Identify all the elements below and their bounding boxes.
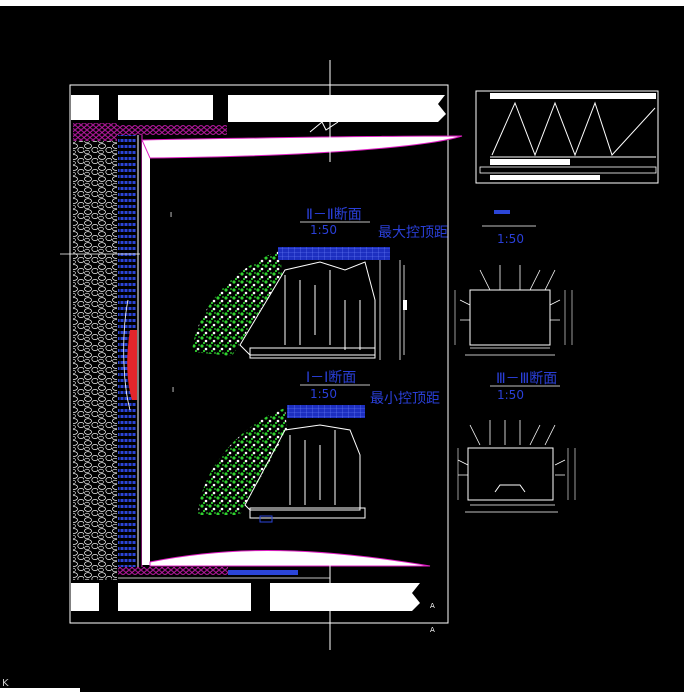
section-top-scale: 1:50 <box>497 232 524 246</box>
top-window-border <box>0 0 684 6</box>
section-1-roof-beam <box>287 405 365 418</box>
title-block-row-3 <box>490 175 600 180</box>
section-3-base-detail <box>494 484 526 493</box>
section-1-note: 最小控顶距 <box>370 391 440 407</box>
section-3-box <box>467 447 554 501</box>
command-status-bar[interactable]: K <box>0 678 684 692</box>
bottom-roadway-mid <box>118 583 251 611</box>
section-top-dimensions <box>454 290 573 345</box>
section-1-marker <box>259 515 273 523</box>
section-2-title: Ⅱ－Ⅱ断面 <box>306 207 362 223</box>
top-roadway-right <box>228 95 446 122</box>
section-3-dimensions <box>457 448 576 500</box>
title-block-frame <box>475 90 659 184</box>
plan-frame <box>69 84 449 624</box>
section-2-2: Ⅱ－Ⅱ断面 1:50 最大控顶距 <box>192 207 448 360</box>
break-symbol-top <box>309 121 339 133</box>
section-top: 1:50 <box>454 210 573 356</box>
cycle-diagram-zigzag <box>491 101 656 157</box>
title-block-header <box>490 93 656 99</box>
left-mark-label: I <box>170 211 172 219</box>
section-3-3: Ⅲ－Ⅲ断面 1:50 <box>457 371 576 513</box>
section-3-arrows <box>457 420 566 513</box>
top-roadway-left <box>71 95 99 120</box>
section-top-arrows <box>459 265 561 356</box>
section-2-gob <box>192 250 282 356</box>
top-bulge <box>141 135 463 159</box>
section-2-support-body <box>239 261 376 356</box>
section-1-support-body <box>244 424 361 511</box>
section-2-roof-beam <box>278 247 390 260</box>
section-2-scale: 1:50 <box>310 223 337 237</box>
magenta-chain-top <box>73 123 117 141</box>
bottom-roadway-left <box>71 583 99 611</box>
arrow-label-a2: A <box>430 626 435 634</box>
shearer-outline <box>123 299 131 411</box>
section-2-legs <box>284 270 361 350</box>
top-roadway-mid <box>118 95 213 120</box>
section-2-dimension <box>379 260 405 360</box>
title-block-row-1 <box>490 159 570 165</box>
title-block <box>475 90 659 184</box>
arrow-label-a1: A <box>430 602 435 610</box>
left-mark-label-2: I <box>172 386 174 394</box>
section-3-scale: 1:50 <box>497 388 524 402</box>
section-1-scale: 1:50 <box>310 387 337 401</box>
command-cursor-char: K <box>2 678 9 689</box>
bottom-roadway-right <box>270 583 420 611</box>
section-1-base <box>249 507 366 519</box>
bottom-conveyor-magenta <box>118 567 228 575</box>
section-1-1: Ⅰ－Ⅰ断面 1:50 最小控顶距 <box>198 370 440 523</box>
break-symbol-bottom <box>314 585 341 599</box>
bottom-bulge <box>149 550 431 567</box>
section-2-dim-tick <box>403 300 407 310</box>
section-top-box <box>469 289 551 346</box>
bottom-conveyor-blue <box>228 570 298 575</box>
section-3-title: Ⅲ－Ⅲ断面 <box>496 371 557 387</box>
section-1-gob <box>198 408 287 515</box>
caved-rock-zone <box>73 125 117 580</box>
section-2-note: 最大控顶距 <box>378 225 448 241</box>
support-column <box>118 135 136 575</box>
magenta-chain-top-right <box>117 125 227 135</box>
status-bar-strip <box>0 688 80 692</box>
section-2-base <box>249 347 376 359</box>
section-1-legs <box>289 430 336 505</box>
shearer <box>127 330 137 400</box>
title-block-row-2 <box>479 166 657 174</box>
section-1-title: Ⅰ－Ⅰ断面 <box>306 370 356 386</box>
section-top-marker <box>494 210 510 214</box>
face-plan: I I A A <box>60 60 463 650</box>
coal-face-strip <box>142 142 150 565</box>
